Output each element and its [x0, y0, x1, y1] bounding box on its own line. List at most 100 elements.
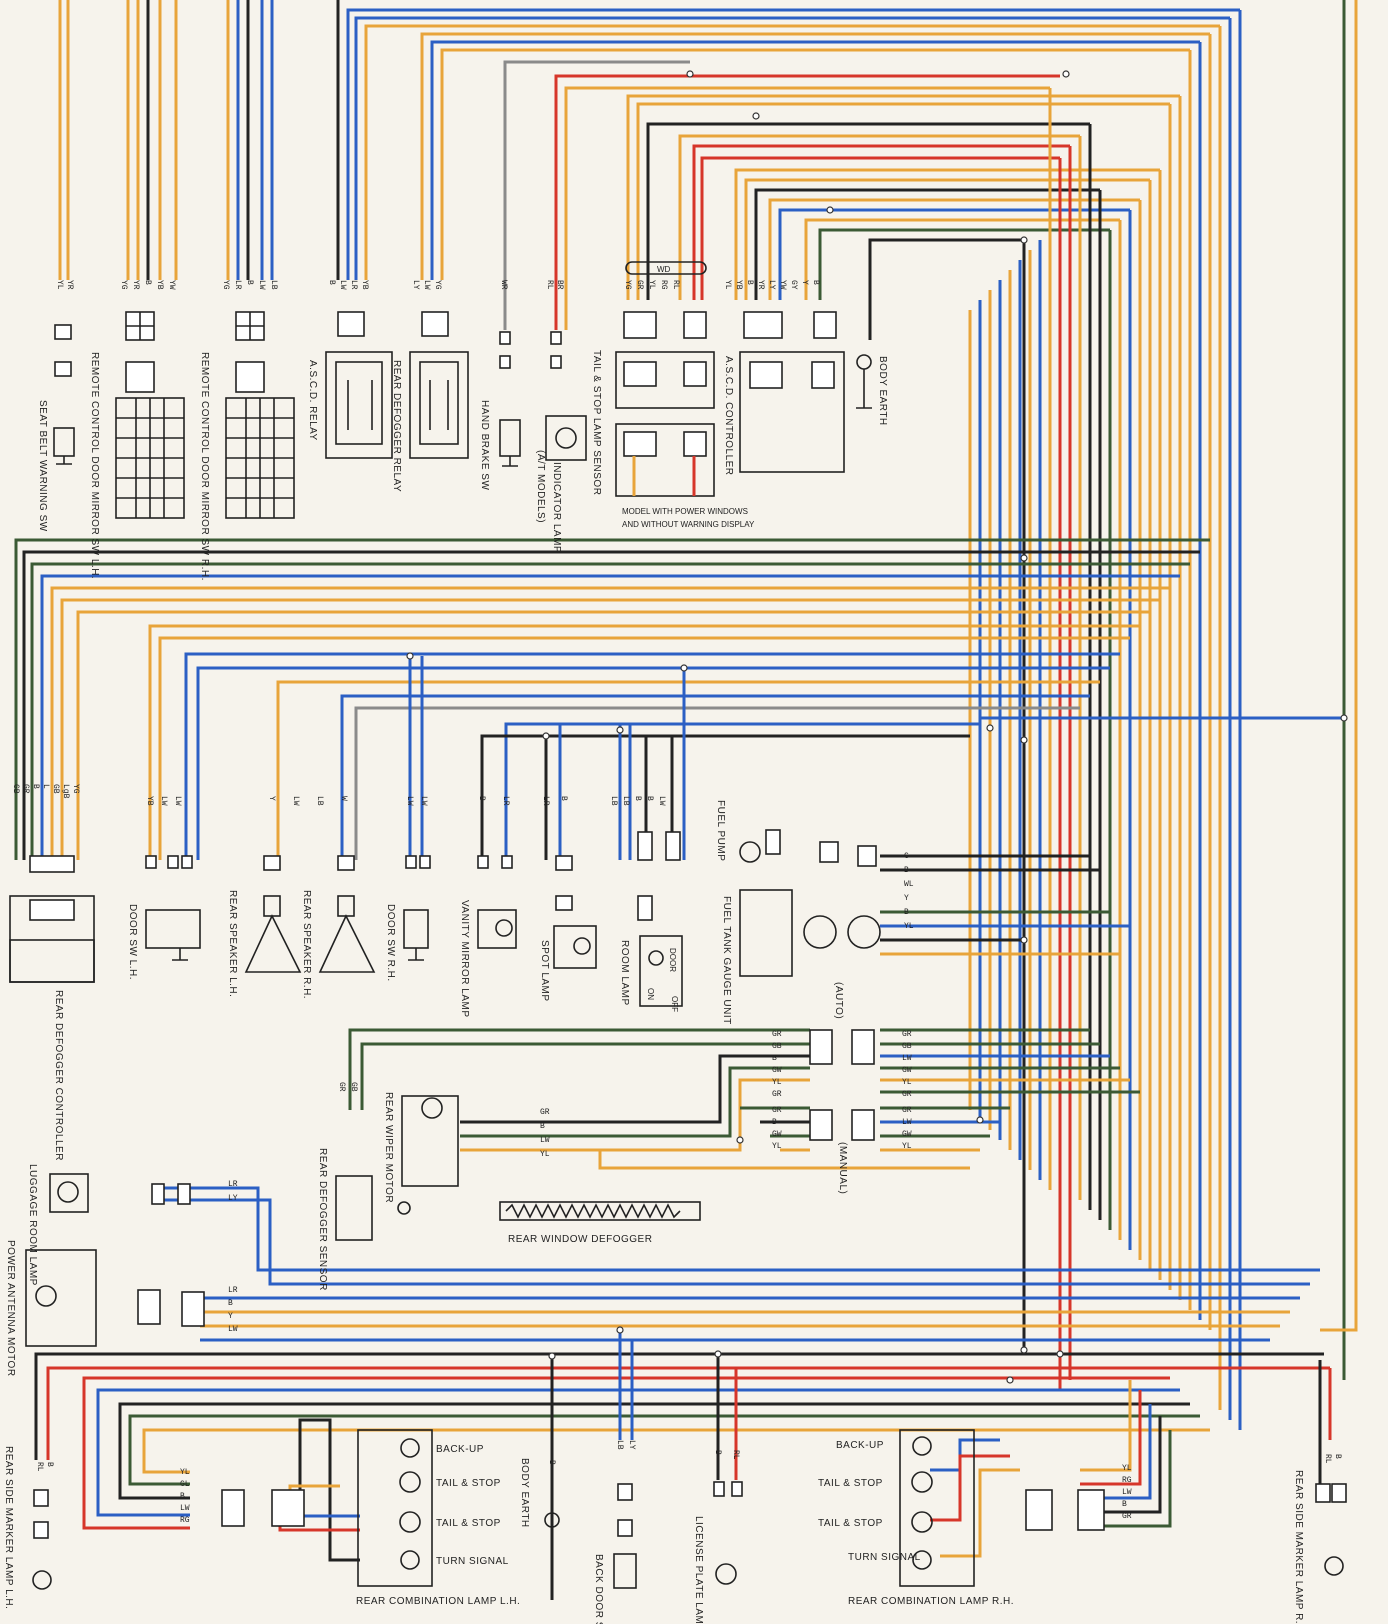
wire-code-label: RL: [545, 280, 554, 290]
component-label: REAR WIPER MOTOR: [383, 1092, 394, 1203]
turn-signal-bulb-icon: [912, 1550, 932, 1570]
wire: [554, 74, 1060, 330]
wire: [460, 1078, 810, 1152]
junction-dot: [680, 664, 688, 672]
wire-code-label: B: [904, 908, 909, 917]
wire-code-label: WL: [904, 880, 914, 889]
relay-coil-icon: [429, 380, 449, 430]
junction-dot: [616, 726, 624, 734]
door-switch-lh: DOOR SW L.H.: [127, 855, 201, 980]
wire: [118, 1402, 1190, 1500]
wire-code-label: YB: [145, 796, 154, 806]
wire-harness: [14, 0, 1358, 1600]
lamp-housing-icon: [477, 909, 517, 949]
connector-icon: [809, 1029, 833, 1065]
wire: [744, 178, 1150, 300]
wire-code-label: LR: [501, 796, 510, 806]
connector-icon: [1331, 1483, 1347, 1503]
wire-code-label: YG: [221, 280, 230, 290]
rear-window-defogger: REAR WINDOW DEFOGGER: [499, 1201, 701, 1245]
pump-motor-icon: [739, 841, 761, 863]
wire-code-label: RL: [671, 280, 680, 290]
junction-dot: [1020, 1346, 1028, 1354]
wire-code-label: LW: [338, 280, 347, 290]
wire-code-label: YL: [902, 1078, 912, 1087]
connector-icon: [623, 431, 657, 457]
junction-dot: [986, 724, 994, 732]
wire-code-label: YL: [180, 1468, 190, 1477]
wire-code-label: LY: [228, 1194, 238, 1203]
component-label: REAR DEFOGGER CONTROLLER: [53, 990, 64, 1161]
connector-icon: [263, 855, 281, 871]
relay-coil-icon: [347, 380, 373, 430]
junction-dot: [1340, 714, 1348, 722]
wire: [348, 1028, 810, 1110]
vanity-mirror-lamp: VANITY MIRROR LAMP: [459, 855, 517, 1018]
wire: [30, 562, 1190, 860]
tail-stop-label: TAIL & STOP: [436, 1518, 501, 1529]
door-mirror-switch-rh: REMOTE CONTROL DOOR MIRROR SW R.H.: [199, 311, 295, 581]
junction-dot: [1020, 554, 1028, 562]
lamp-icon: [555, 427, 577, 449]
wire-code-label: GR: [337, 1082, 346, 1092]
wire: [196, 666, 1110, 860]
rear-defogger-relay: REAR DEFOGGER RELAY: [391, 311, 469, 492]
connector-icon: [811, 361, 835, 389]
wire: [354, 16, 1230, 280]
lamp-icon: [495, 919, 513, 937]
wire-code-label: LB: [609, 796, 618, 806]
wire-code-label: YG: [119, 280, 128, 290]
wire-code-label: B: [45, 1462, 54, 1467]
component-label: A.S.C.D. RELAY: [307, 360, 318, 441]
connector-icon: [419, 855, 431, 869]
license-plate-lamp: LICENSE PLATE LAMP: [693, 1481, 743, 1624]
component-label: DOOR SW R.H.: [385, 904, 396, 982]
lamp-housing: [357, 1429, 433, 1587]
component-label: DOOR SW L.H.: [127, 904, 138, 980]
lamp-housing-icon: [639, 935, 683, 1007]
wire: [768, 198, 1140, 300]
ground-icon: [172, 948, 188, 961]
wire-code-label: BR: [555, 280, 564, 290]
connector-icon: [499, 331, 511, 345]
connector-icon: [555, 855, 573, 871]
wire-code-label: YR: [65, 280, 74, 290]
connector-icon: [683, 361, 707, 387]
component-label: BACK DOOR SW: [593, 1554, 604, 1624]
defogger-element: [499, 1201, 701, 1221]
component-label: FUEL TANK GAUGE UNIT: [721, 896, 732, 1025]
tail-stop-label: TAIL & STOP: [818, 1518, 883, 1529]
connector-icon: [33, 1489, 49, 1507]
rear-speaker-rh: REAR SPEAKER R.H.: [301, 855, 376, 999]
wire-code-label: RL: [35, 1462, 44, 1472]
wire: [734, 168, 1160, 300]
wire-code-label: YG: [433, 280, 442, 290]
connector-icon: [809, 1109, 833, 1141]
speaker-icon: [244, 914, 302, 973]
connector-icon: [235, 361, 265, 393]
fuel-pump: FUEL PUMP: [715, 800, 877, 867]
component-label: VANITY MIRROR LAMP: [459, 900, 470, 1018]
body-earth-top: BODY EARTH: [856, 354, 888, 426]
wire-code-label: B: [745, 280, 754, 285]
wire-code-label: RG: [180, 1516, 190, 1525]
wire-code-label: LW: [257, 280, 266, 290]
connector-icon: [555, 895, 573, 911]
wire-code-label: YL: [772, 1078, 782, 1087]
wire-code-label: B: [180, 1492, 185, 1501]
lamp-icon: [57, 1181, 79, 1203]
wire-code-label: YW: [778, 280, 787, 290]
wire-code-label: WR: [499, 280, 508, 290]
wire-code-label: B: [811, 280, 820, 285]
door-mirror-switch-lh: REMOTE CONTROL DOOR MIRROR SW L.H.: [89, 311, 185, 579]
connector-icon: [683, 431, 707, 457]
wire: [778, 208, 1130, 300]
connector-icon: [683, 311, 707, 339]
wire: [1080, 1380, 1132, 1472]
back-up-label: BACK-UP: [436, 1444, 484, 1455]
connector-icon: [1315, 1483, 1331, 1503]
component-label: REAR DEFOGGER SENSOR: [317, 1148, 328, 1291]
wire-code-label: LW: [657, 796, 666, 806]
wire: [700, 156, 1060, 300]
